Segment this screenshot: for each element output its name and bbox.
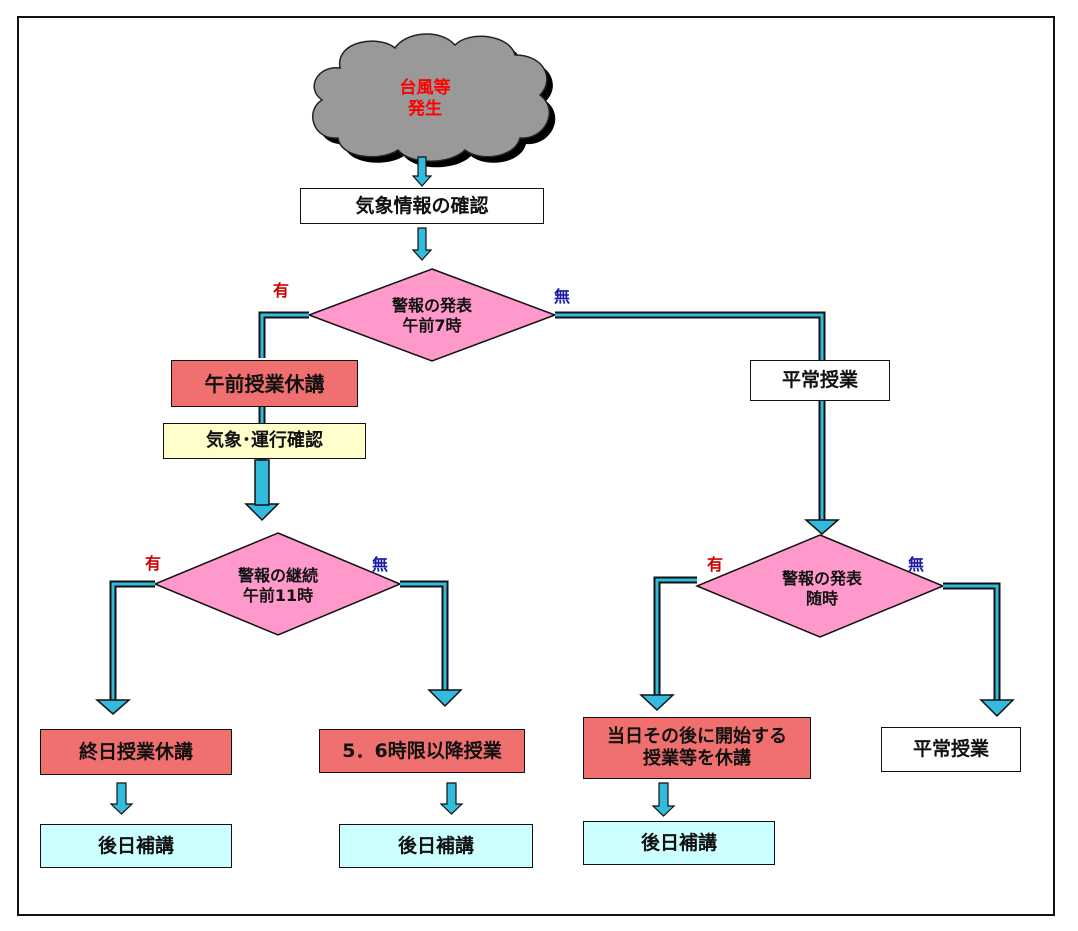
decision-3-label: 警報の発表 随時 [781,569,862,608]
normal-class-box-2: 平常授業 [881,727,1021,772]
cloud-shape [312,33,556,168]
decision-2-no-label: 無 [372,555,389,574]
decision-1-yes-label: 有 [273,281,290,300]
cancel-remaining-classes-box: 当日その後に開始する 授業等を休講 [583,717,811,779]
decision-2-yes-label: 有 [145,554,162,573]
thick-arrow [254,459,270,506]
makeup-class-box-2: 後日補講 [339,824,533,868]
small-arrows [109,156,676,817]
normal-class-box-1: 平常授業 [750,360,890,401]
decision-diamond-1 [306,268,558,362]
decision-diamond-3 [695,534,945,638]
cloud-label: 台風等 発生 [399,78,451,120]
diagram-frame [17,16,1055,916]
am-class-cancel-box: 午前授業休講 [171,360,358,407]
decision-1-label: 警報の発表 午前7時 [391,296,472,335]
all-day-cancel-box: 終日授業休講 [40,729,232,775]
decision-1-no-label: 無 [554,287,571,306]
makeup-class-box-3: 後日補講 [583,821,775,865]
decision-3-yes-label: 有 [707,555,724,574]
weather-operation-check-box: 気象･運行確認 [163,423,366,459]
weather-info-check-box: 気象情報の確認 [300,188,544,224]
decision-diamond-2 [153,532,402,636]
period-5-6-class-box: 5．6時限以降授業 [319,729,525,773]
makeup-class-box-1: 後日補講 [40,824,232,868]
decision-3-no-label: 無 [908,555,925,574]
decision-2-label: 警報の継続 午前11時 [237,566,318,605]
